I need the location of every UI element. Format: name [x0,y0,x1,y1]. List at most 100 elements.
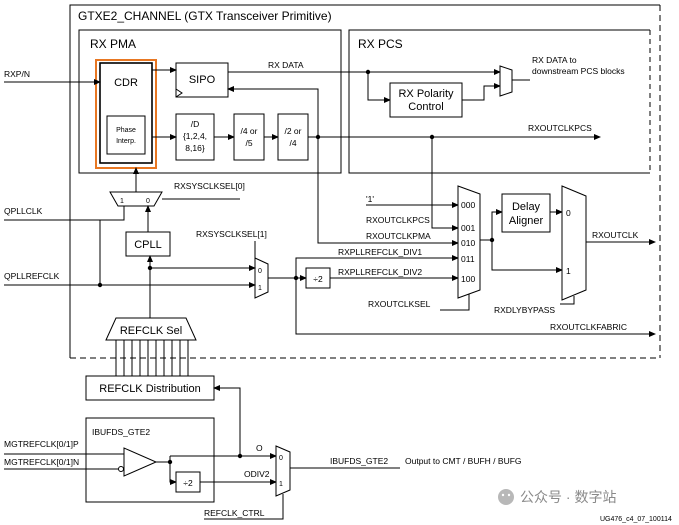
refclk-bus-lines [115,340,189,376]
sipo-clock-line [227,86,319,137]
rx-polarity-line-1: RX Polarity [398,88,454,100]
sipo-label: SIPO [189,74,216,86]
out-mux-input-0: 0 [279,455,283,462]
rx-data-to-polarity-line [367,72,391,103]
mux-code-001: 001 [461,223,475,233]
o-label: O [256,443,263,453]
mux-code-010: 010 [461,238,475,248]
ibufds-label: IBUFDS_GTE2 [92,427,150,437]
refclk-distribution-label: REFCLK Distribution [99,383,200,395]
rx-pma-label: RX PMA [90,37,136,51]
const-one-label: '1' [366,194,374,204]
rx-pcs-box [348,29,651,174]
mgtrefclk-p-label: MGTREFCLK[0/1]P [4,439,79,449]
refclk-sel-label: REFCLK Sel [120,325,182,337]
qpllrefclk-label: QPLLREFCLK [4,271,60,281]
rx-polarity-box [389,82,463,118]
mux-bypass-line [491,240,563,273]
phase-interp-line-2: Interp. [116,138,136,145]
rxoutclksel-line [440,294,470,311]
rxoutclk-label: RXOUTCLK [592,230,639,240]
delay-aligner-box [501,193,551,233]
div2-label: ÷2 [313,274,323,284]
qpllclk-line [4,206,125,221]
ibufds-out-label: IBUFDS_GTE2 [330,456,388,466]
div-4-5-box [233,113,265,161]
sipo-box [175,62,229,98]
div-2-4-line-2: /4 [289,138,296,148]
cpll-label: CPLL [134,239,162,251]
mux-code-011: 011 [461,254,475,264]
rxoutclksel-mux [457,185,481,299]
mux-line-label-div1: RXPLLREFCLK_DIV1 [338,247,422,257]
ibufds-buffer [123,447,158,477]
phase-interp-line-1: Phase [116,127,136,134]
mux-line-label-pcs: RXOUTCLKPCS [366,215,430,225]
div-d-line-2: {1,2,4, [183,131,207,141]
mux-code-100: 100 [461,274,475,284]
gtxe2-channel-frame [69,4,661,359]
phase-interp-box [106,115,146,155]
rxoutclksel-label: RXOUTCLKSEL [368,299,431,309]
div-2-4-line-1: /2 or [284,126,301,136]
qpllclk-label: QPLLCLK [4,206,43,216]
doc-id: UG476_c4_07_100114 [600,516,672,523]
ibufds-invert-bubble [118,466,124,472]
polarity-to-mux-line [462,83,501,101]
rxdlybypass-label: RXDLYBYPASS [494,305,555,315]
channel-title: GTXE2_CHANNEL (GTX Transceiver Primitive… [78,9,332,23]
rxoutclkfabric-line [295,278,656,337]
rx-data-out-line-1: RX DATA to [532,55,577,65]
rxdlybypass-line [560,296,575,305]
cdr-highlight [95,59,157,169]
mux1-input-1: 1 [258,285,262,292]
rxp-n-label: RXP/N [4,69,30,79]
mux-to-aligner-line [491,209,503,240]
delay-aligner-line-2: Aligner [509,215,544,227]
mux-line-label-div2: RXPLLREFCLK_DIV2 [338,267,422,277]
rxoutclkpcs-to-mux-line [431,137,459,231]
rxoutclkpma-line [317,137,459,246]
ibufds-output-mux [275,445,291,497]
o-junction [237,453,243,459]
mux0-input-1: 1 [120,198,124,205]
rxoutclkpcs-label: RXOUTCLKPCS [528,123,592,133]
to-div2-line [169,462,177,485]
rx-polarity-line-2: Control [408,101,443,113]
watermark: 公众号 · 数字站 [498,489,616,505]
rxsysclksel0-mux [109,191,163,207]
rx-pcs-label: RX PCS [358,37,403,51]
mux1-input-0: 0 [258,268,262,275]
div-2-4-box [277,113,309,161]
delay-aligner-line-1: Delay [512,201,541,213]
rxsysclksel1-mux [254,257,269,299]
bypass-mux-input-1: 1 [566,266,571,276]
mgtrefclk-n-label: MGTREFCLK[0/1]N [4,457,79,467]
mux0-input-0: 0 [146,198,150,205]
ibufds-to-distribution-line [213,385,241,456]
refclk-ctrl-label: REFCLK_CTRL [204,508,265,518]
bypass-mux-input-0: 0 [566,208,571,218]
rxsysclksel1-label: RXSYSCLKSEL[1] [196,229,267,239]
out-mux-input-1: 1 [279,481,283,488]
mux-line-label-pma: RXOUTCLKPMA [366,231,431,241]
wechat-icon [498,489,514,505]
ibufds-div2-label: ÷2 [183,478,193,488]
div-d-line-1: /D [191,119,200,129]
cpll-box [125,231,171,257]
sipo-clock-mark [175,88,183,98]
rx-data-label: RX DATA [268,60,304,70]
cdr-box [99,62,153,164]
cdr-label: CDR [114,77,138,89]
pcs-output-mux [499,65,513,97]
rx-data-out-line-2: downstream PCS blocks [532,66,625,76]
mux-code-000: 000 [461,200,475,210]
div-4-5-line-1: /4 or [240,126,257,136]
refclk-distribution-box [85,375,215,401]
rxsysclksel0-label: RXSYSCLKSEL[0] [174,181,245,191]
refclk-sel-mux [105,317,197,341]
rxoutclkfabric-label: RXOUTCLKFABRIC [550,322,627,332]
rxdlybypass-mux [561,185,587,301]
odiv2-label: ODIV2 [244,469,270,479]
